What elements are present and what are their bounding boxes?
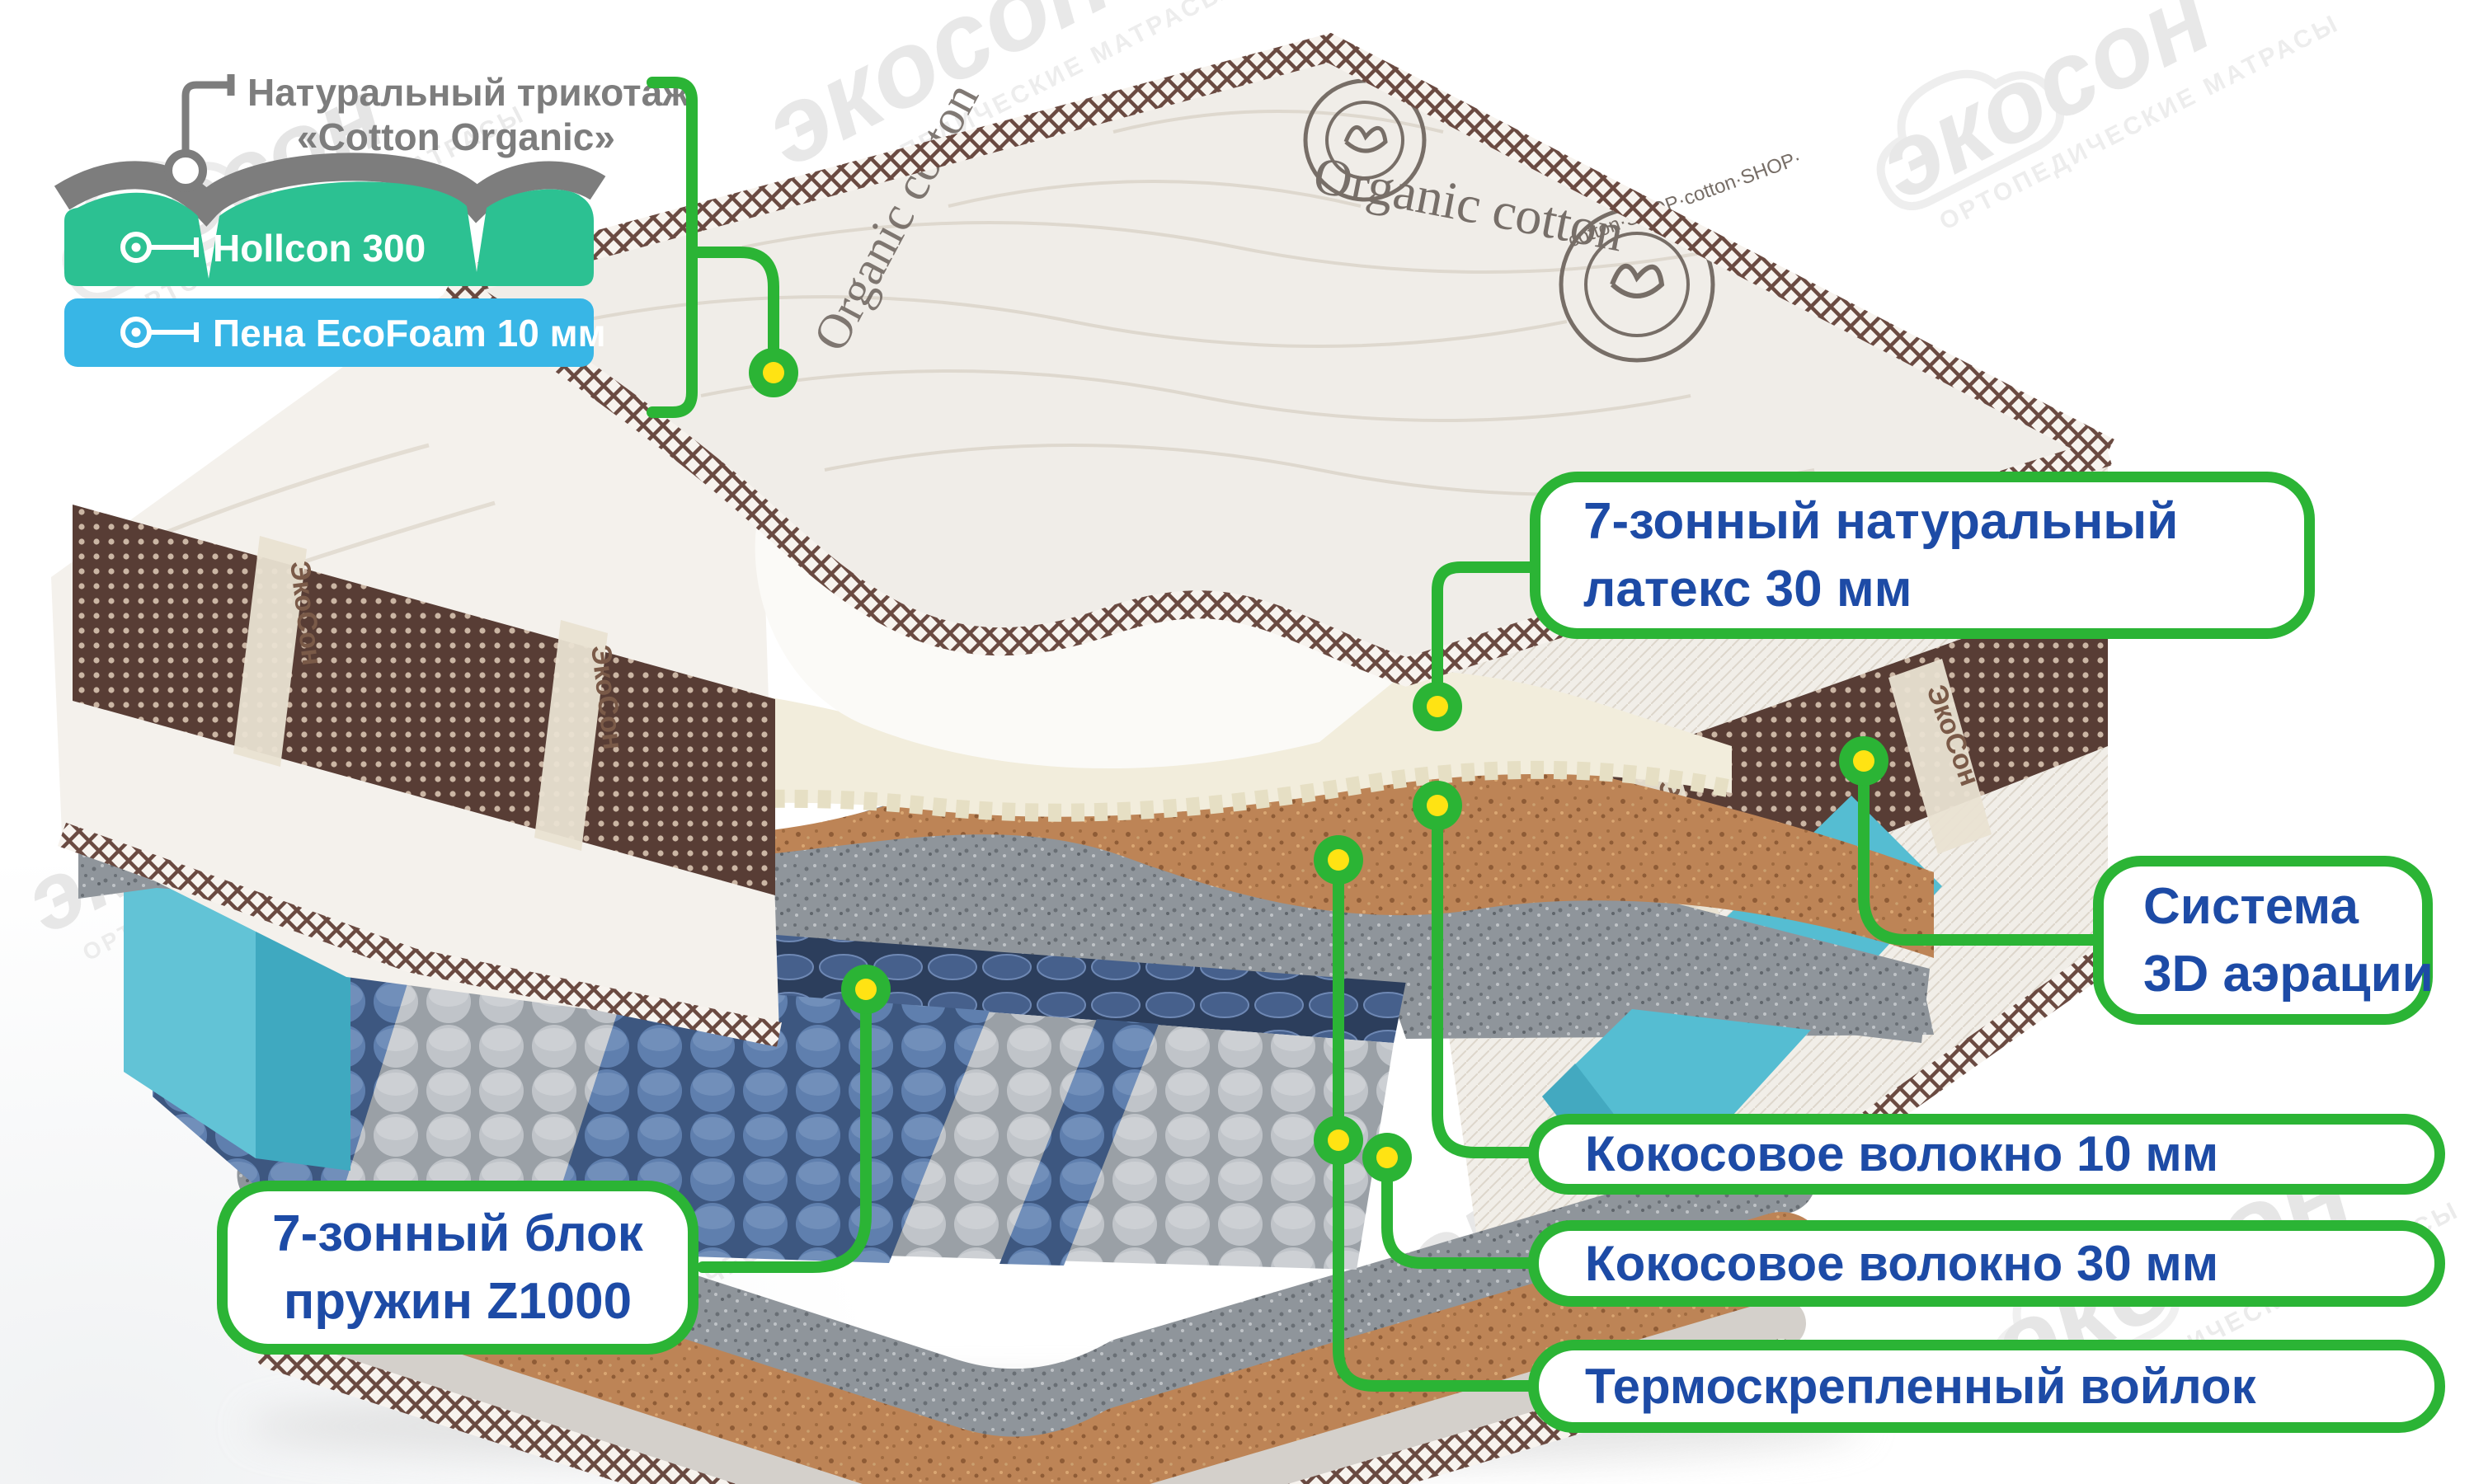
- aeration-connector: [1858, 755, 2104, 946]
- callout-aeration: Система 3D аэрации: [2093, 856, 2434, 1025]
- callout-coir-30mm: Кокосовое волокно 30 мм: [1528, 1220, 2445, 1307]
- legend-hollcon-label: Hollcon 300: [213, 227, 426, 270]
- mattress: ЭкоСон ЭкоСон: [51, 32, 2116, 1484]
- callout-latex-line1: 7-зонный натуральный: [1583, 492, 2179, 550]
- felt-connector: [1333, 854, 1540, 1392]
- legend-knit-label-line1: Натуральный трикотаж: [247, 71, 689, 114]
- side-mesh-band-left: [73, 505, 775, 895]
- callout-springs-line2: пружин Z1000: [283, 1272, 633, 1330]
- coir-10mm-layer: [140, 722, 1934, 958]
- springs-blue: [999, 1019, 1159, 1266]
- layer-pin-icon: [120, 232, 199, 263]
- layer-pin-icon: [120, 317, 199, 348]
- legend-hollcon-layer: Hollcon 300: [64, 181, 594, 286]
- markers: [749, 348, 1888, 1182]
- connector-lines: [647, 77, 2104, 1392]
- legend-knit-label-line2: «Cotton Organic»: [297, 115, 615, 158]
- bottom-layers: [227, 1139, 1827, 1484]
- callout-coir-10mm-label: Кокосовое волокно 10 мм: [1585, 1126, 2219, 1182]
- callout-felt-label: Термоскрепленный войлок: [1585, 1358, 2256, 1414]
- callout-springs: 7-зонный блок пружин Z1000: [217, 1181, 698, 1355]
- side-panel-left: ЭкоСон ЭкоСон: [51, 290, 782, 1047]
- marker-springs: [841, 965, 891, 1014]
- cover-connector: [686, 247, 779, 360]
- legend: Натуральный трикотаж «Cotton Organic» Ho…: [54, 71, 689, 367]
- trim-cover-front: [441, 272, 2113, 687]
- legend-knit-layer: [54, 74, 606, 227]
- trim-cover-back: [445, 32, 2114, 465]
- coir-30mm-layer: [227, 1208, 1827, 1484]
- callout-aeration-line2: 3D аэрации: [2143, 945, 2434, 1003]
- legend-knit-marker: [164, 149, 207, 192]
- callout-felt: Термоскрепленный войлок: [1528, 1340, 2445, 1433]
- marker-felt-bottom: [1314, 1115, 1363, 1165]
- trim-bottom-left: [57, 822, 782, 1047]
- marker-aeration: [1839, 736, 1888, 786]
- marker-coir30: [1362, 1133, 1412, 1182]
- springs-connector: [697, 984, 872, 1273]
- felt-layer-bottom: [237, 1139, 1817, 1439]
- callout-latex-line2: латекс 30 мм: [1583, 560, 1912, 618]
- marker-latex: [1413, 682, 1462, 731]
- callout-springs-line1: 7-зонный блок: [272, 1205, 643, 1262]
- felt-layer-top: [78, 741, 1930, 1043]
- marker-coir10: [1413, 781, 1462, 830]
- coir10-connector: [1432, 800, 1540, 1158]
- latex-connector: [1432, 561, 1540, 712]
- marker-cover: [749, 348, 798, 397]
- legend-knit-connector: [181, 81, 231, 169]
- legend-ecofoam-label: Пена EcoFoam 10 мм: [213, 312, 606, 355]
- marker-felt-top: [1314, 835, 1363, 885]
- callout-latex: 7-зонный натуральный латекс 30 мм: [1530, 472, 2315, 639]
- coir30-connector: [1381, 1152, 1540, 1269]
- callout-aeration-line1: Система: [2143, 877, 2359, 935]
- legend-ecofoam-layer: Пена EcoFoam 10 мм: [64, 298, 606, 367]
- callout-coir-10mm: Кокосовое волокно 10 мм: [1528, 1114, 2445, 1195]
- callout-coir-30mm-label: Кокосовое волокно 30 мм: [1585, 1235, 2219, 1291]
